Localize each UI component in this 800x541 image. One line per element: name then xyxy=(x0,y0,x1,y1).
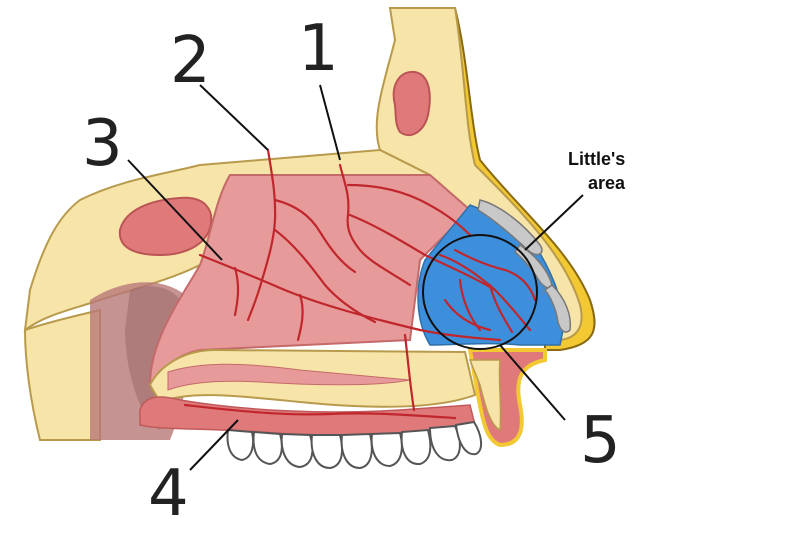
label-2: 2 xyxy=(170,24,211,98)
vessel-anterior-branch-a xyxy=(346,183,472,237)
leader-5 xyxy=(499,344,566,421)
vessel-posterior-branch-a xyxy=(273,198,357,274)
vessel-posterior-branch-b xyxy=(273,228,377,324)
littles-area-label-line2: area xyxy=(588,173,626,193)
vessel-littles-a xyxy=(438,253,532,332)
leader-2 xyxy=(199,84,269,151)
leader-4 xyxy=(189,419,239,471)
frontal-sinus xyxy=(392,70,431,137)
tooth-8 xyxy=(428,424,461,462)
tooth-4 xyxy=(310,434,344,470)
pharyngeal-wall xyxy=(23,308,101,441)
vessel-littles-e xyxy=(443,298,492,332)
label-1: 1 xyxy=(298,12,339,86)
leader-3 xyxy=(127,159,223,261)
upper-lateral-cartilage xyxy=(477,199,543,256)
label-4: 4 xyxy=(148,457,189,531)
vessel-littles-b xyxy=(453,248,537,302)
vessel-sphenopalatine-branch-b xyxy=(296,293,304,342)
palate-mucosa xyxy=(167,363,411,391)
label-3: 3 xyxy=(82,107,123,181)
teeth-row xyxy=(226,420,482,470)
leader-littles-area xyxy=(524,194,584,251)
tooth-3 xyxy=(280,432,314,469)
vessel-sphenopalatine-branch-a xyxy=(233,266,240,317)
vessel-anterior-ethmoidal xyxy=(338,163,412,287)
littles-area-label-line1: Little's xyxy=(568,149,625,169)
vessel-anterior-branch-b xyxy=(348,213,497,292)
tooth-9 xyxy=(454,420,482,456)
vessel-greater-palatine xyxy=(403,333,416,412)
leader-lines xyxy=(127,84,584,471)
tooth-7 xyxy=(400,428,432,466)
lower-lateral-cartilage xyxy=(543,284,572,333)
littles-area-circle xyxy=(422,234,538,350)
leader-1 xyxy=(319,84,341,161)
label-5: 5 xyxy=(580,404,621,478)
tooth-1 xyxy=(226,428,255,462)
tooth-6 xyxy=(370,431,403,468)
blood-vessels xyxy=(183,148,537,420)
vessel-littles-d xyxy=(488,283,514,334)
lip-inner xyxy=(468,359,502,432)
vessel-palate xyxy=(183,403,457,420)
tooth-5 xyxy=(340,432,373,470)
tooth-2 xyxy=(252,430,283,466)
vessel-posterior-ethmoidal xyxy=(246,148,277,322)
vessel-sphenopalatine xyxy=(198,253,502,342)
